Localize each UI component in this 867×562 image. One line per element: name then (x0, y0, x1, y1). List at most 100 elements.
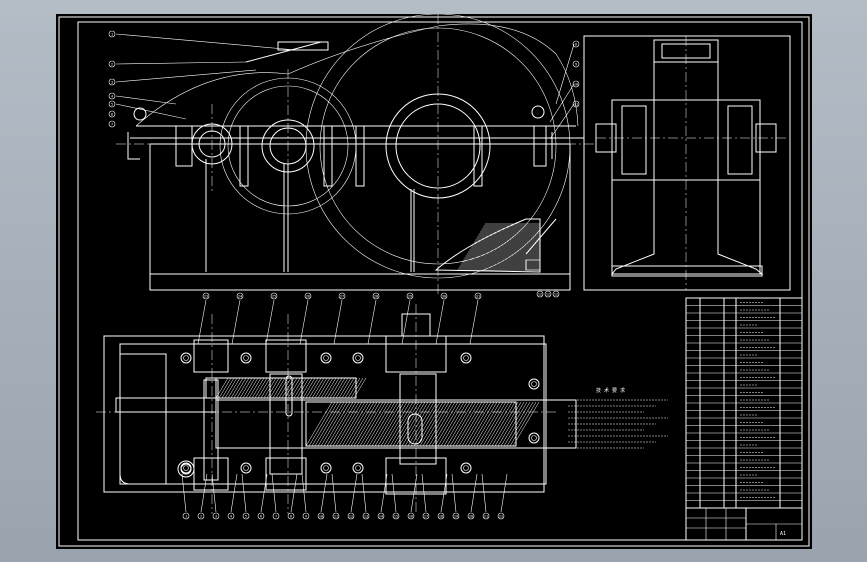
top-balloon-bottom: 21 (482, 512, 490, 520)
top-balloon-bottom: 18 (437, 512, 445, 520)
top-balloon-bottom: 20 (467, 512, 475, 520)
svg-text:24: 24 (238, 294, 242, 298)
top-balloon-bottom: 4 (227, 512, 235, 520)
front-balloon-bottom: 12 (552, 290, 560, 298)
front-balloon-bottom: 12 (544, 290, 552, 298)
top-balloon-bottom: 19 (452, 512, 460, 520)
svg-text:5: 5 (111, 102, 113, 106)
notes-text-lines (568, 399, 668, 449)
svg-text:17: 17 (424, 514, 428, 518)
top-balloon-bottom: 5 (242, 512, 250, 520)
bolt-hole (352, 352, 364, 364)
bolt-hole (528, 378, 540, 390)
outer-border (58, 16, 810, 547)
bolt-hole (320, 462, 332, 474)
bolt-holes (180, 352, 540, 474)
svg-text:2: 2 (200, 514, 202, 518)
top-balloon-bottom: 1 (182, 512, 190, 520)
bolt-hole (180, 352, 192, 364)
front-balloon: 2 (108, 60, 116, 68)
top-balloon-top: 24 (236, 292, 244, 300)
svg-text:4: 4 (230, 514, 232, 518)
svg-text:16: 16 (409, 514, 413, 518)
svg-text:12: 12 (349, 514, 353, 518)
front-balloon: 10 (572, 80, 580, 88)
title-block: A1 (685, 507, 803, 541)
top-balloon-top: 26 (304, 292, 312, 300)
front-balloon: 11 (572, 100, 580, 108)
front-balloon-bottom: 12 (536, 290, 544, 298)
svg-text:27: 27 (340, 294, 344, 298)
top-balloon-top: 23 (202, 292, 210, 300)
top-balloon-bottom: 13 (362, 512, 370, 520)
svg-text:12: 12 (546, 292, 550, 296)
svg-text:26: 26 (306, 294, 310, 298)
top-balloon-bottom: 22 (497, 512, 505, 520)
gear-hatch (305, 401, 517, 447)
svg-text:29: 29 (408, 294, 412, 298)
bolt-hole (460, 352, 472, 364)
bolt-hole (352, 462, 364, 474)
svg-text:5: 5 (245, 514, 247, 518)
top-view-leaders (181, 299, 508, 513)
top-balloon-bottom: 6 (257, 512, 265, 520)
svg-text:9: 9 (305, 514, 307, 518)
sheet-size-label: A1 (780, 531, 786, 537)
svg-text:31: 31 (476, 294, 480, 298)
front-balloon: 3 (108, 78, 116, 86)
top-balloon-top: 28 (372, 292, 380, 300)
top-balloon-bottom: 14 (377, 512, 385, 520)
parts-list (685, 297, 803, 509)
front-balloon: 4 (108, 92, 116, 100)
svg-text:30: 30 (442, 294, 446, 298)
notes-title: 技 术 要 求 (596, 387, 625, 394)
svg-text:4: 4 (111, 94, 113, 98)
top-balloon-top: 30 (440, 292, 448, 300)
svg-text:11: 11 (574, 102, 578, 106)
top-balloon-bottom: 2 (197, 512, 205, 520)
svg-text:23: 23 (204, 294, 208, 298)
svg-text:10: 10 (574, 82, 578, 86)
svg-text:7: 7 (111, 122, 113, 126)
front-balloon: 1 (108, 30, 116, 38)
svg-text:1: 1 (111, 32, 113, 36)
svg-text:12: 12 (538, 292, 542, 296)
top-balloon-bottom: 16 (407, 512, 415, 520)
side-view (583, 35, 791, 291)
front-balloon: 5 (108, 100, 116, 108)
bolt-hole (528, 432, 540, 444)
svg-text:1: 1 (185, 514, 187, 518)
technical-requirements: 技 术 要 求 (568, 387, 668, 449)
top-balloon-bottom: 3 (212, 512, 220, 520)
svg-text:3: 3 (111, 80, 113, 84)
bolt-hole (460, 462, 472, 474)
svg-text:25: 25 (272, 294, 276, 298)
svg-text:15: 15 (394, 514, 398, 518)
svg-text:11: 11 (334, 514, 338, 518)
svg-text:21: 21 (484, 514, 488, 518)
svg-text:10: 10 (319, 514, 323, 518)
svg-text:28: 28 (374, 294, 378, 298)
top-balloon-top: 27 (338, 292, 346, 300)
top-balloon-bottom: 12 (347, 512, 355, 520)
front-view (116, 14, 596, 294)
top-balloon-top: 29 (406, 292, 414, 300)
bolt-hole (240, 462, 252, 474)
svg-text:3: 3 (215, 514, 217, 518)
svg-text:19: 19 (454, 514, 458, 518)
parts-list-rows (686, 302, 802, 501)
svg-text:20: 20 (469, 514, 473, 518)
front-balloon: 7 (108, 120, 116, 128)
top-balloon-top: 25 (270, 292, 278, 300)
top-balloon-bottom: 8 (287, 512, 295, 520)
oil-level-hatch (457, 223, 540, 271)
svg-text:7: 7 (275, 514, 277, 518)
svg-text:9: 9 (575, 62, 577, 66)
svg-text:18: 18 (439, 514, 443, 518)
front-balloon: 8 (572, 40, 580, 48)
top-balloon-bottom: 7 (272, 512, 280, 520)
